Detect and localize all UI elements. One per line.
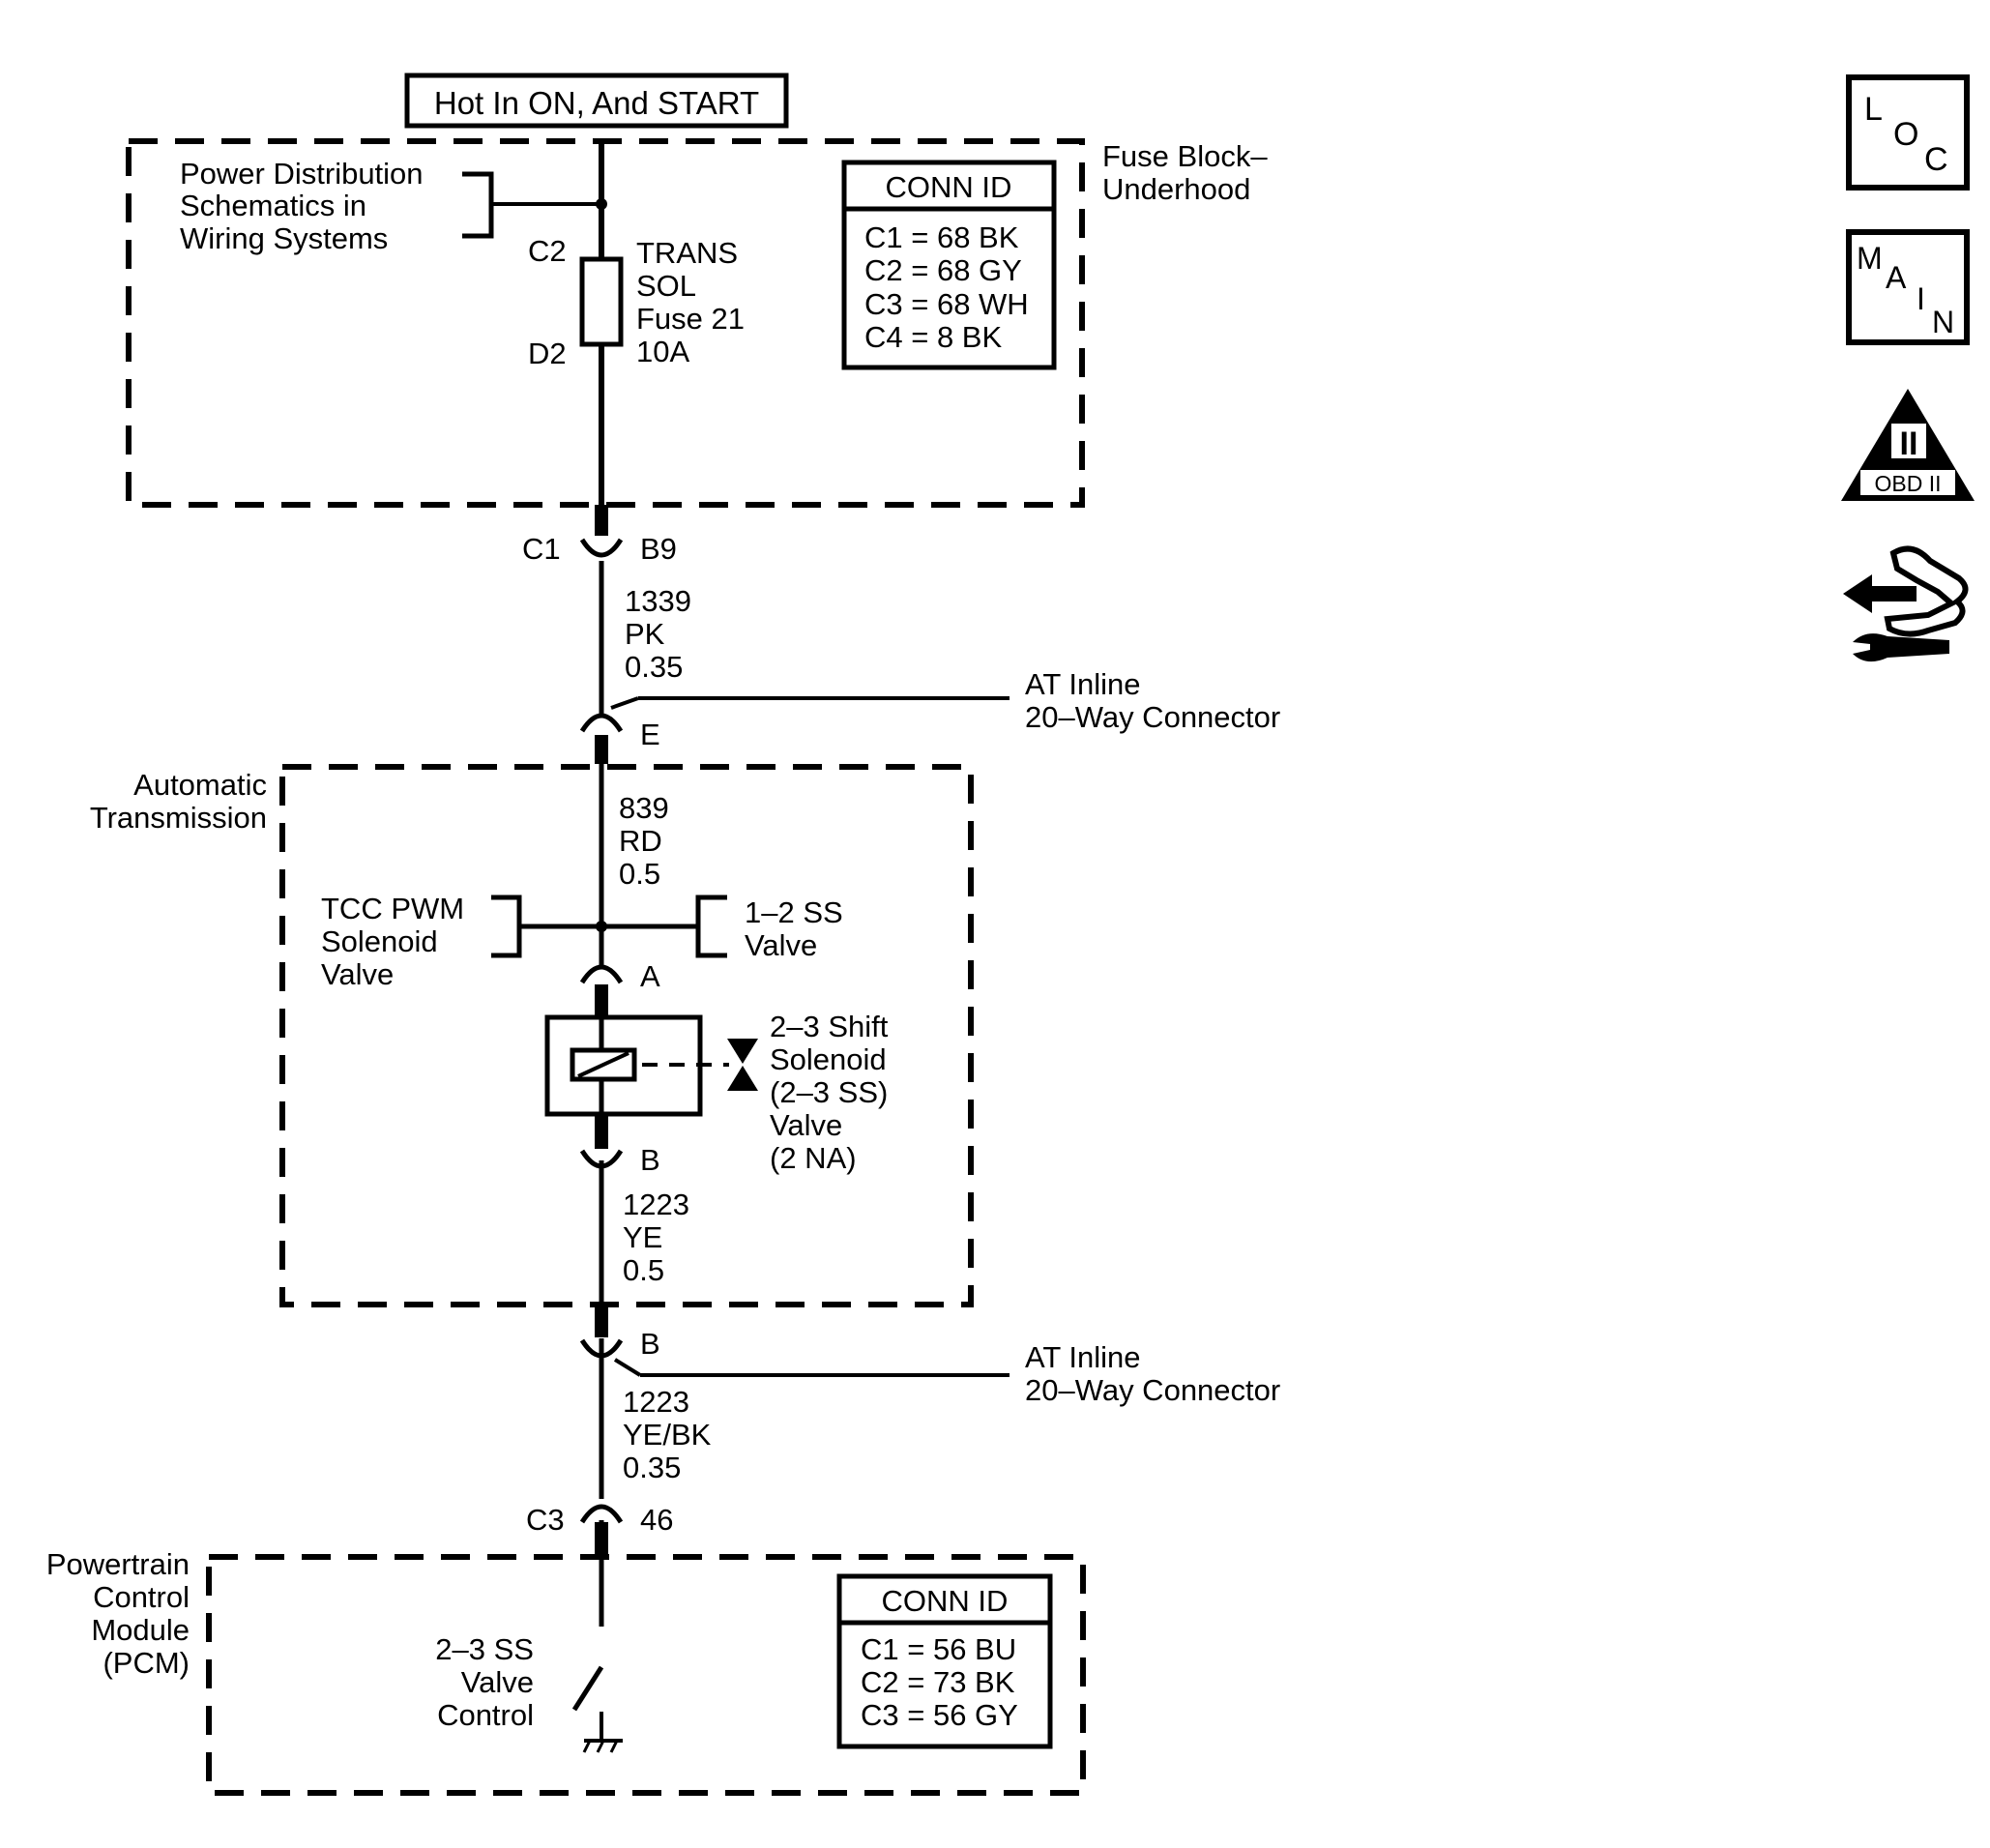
wire-3-circuit: 1223 (623, 1188, 689, 1221)
splice-dot (596, 921, 607, 932)
main-icon[interactable]: M A I N (1846, 229, 1970, 345)
conn-id-title: CONN ID (886, 170, 1012, 204)
wire-1-color: PK (625, 617, 665, 651)
inline-pin-b: B (640, 1327, 660, 1361)
power-dist-bracket (462, 171, 494, 239)
inline-connector-bottom: B AT Inline 20–Way Connector (579, 1305, 1280, 1407)
wire-3-gauge: 0.5 (623, 1253, 664, 1287)
fuse-block-name-line2: Underhood (1102, 172, 1250, 206)
power-dist-note-line1: Power Distribution (180, 157, 424, 191)
power-dist-note-line2: Schematics in (180, 189, 366, 222)
wire-3-color: YE (623, 1220, 662, 1254)
conn-id-row: C2 = 68 GY (864, 253, 1022, 287)
conn-id-row: C3 = 68 WH (864, 287, 1029, 321)
conn-id-row: C2 = 73 BK (861, 1665, 1015, 1699)
pcm-name-line3: Module (91, 1613, 190, 1647)
fuse-out-terminal: D2 (528, 337, 567, 370)
wire-4-color: YE/BK (623, 1418, 712, 1452)
solenoid-label-line4: Valve (770, 1108, 842, 1142)
main-letter: I (1917, 281, 1925, 316)
inline-connector-top: E AT Inline 20–Way Connector (579, 667, 1280, 764)
connector-right-label: B9 (640, 532, 677, 566)
conn-id-row: C3 = 56 GY (861, 1698, 1018, 1732)
power-source-label: Hot In ON, And START (434, 85, 759, 121)
conn-id-title: CONN ID (882, 1584, 1009, 1618)
wire-1-circuit: 1339 (625, 584, 691, 618)
wire-4-circuit: 1223 (623, 1385, 689, 1419)
pin-a-label: A (640, 959, 660, 993)
pcm-conn-id: CONN ID C1 = 56 BU C2 = 73 BK C3 = 56 GY (836, 1573, 1053, 1749)
solenoid-label-line2: Solenoid (770, 1042, 887, 1076)
fuse-block-conn-id: CONN ID C1 = 68 BK C2 = 68 GY C3 = 68 WH… (841, 160, 1057, 370)
fuse-label-line3: Fuse 21 (636, 302, 745, 336)
obd-numeral: II (1900, 425, 1918, 462)
ss-12-line2: Valve (745, 928, 817, 962)
main-letter: A (1886, 260, 1907, 295)
wire-2-color: RD (619, 824, 662, 858)
conn-id-row: C1 = 68 BK (864, 220, 1019, 254)
fuse-symbol (579, 256, 624, 347)
tcc-pwm-bracket (491, 895, 522, 958)
connector-left-label: C3 (526, 1503, 565, 1537)
powertrain-control-module: Powertrain Control Module (PCM) 2–3 SS V… (46, 1547, 1086, 1796)
wire-4-gauge: 0.35 (623, 1451, 681, 1484)
power-source-box: Hot In ON, And START (404, 73, 789, 129)
obd-label: OBD II (1874, 471, 1941, 496)
inline-pin-e: E (640, 718, 660, 751)
wire-1-gauge: 0.35 (625, 650, 683, 684)
pcm-name-line1: Powertrain (46, 1547, 190, 1581)
transmission-name-line1: Automatic (133, 768, 267, 802)
pin-b-label: B (640, 1143, 660, 1177)
main-letter: N (1932, 305, 1954, 339)
pcm-control-line1: 2–3 SS (435, 1632, 534, 1666)
inline-bottom-label-line1: AT Inline (1025, 1340, 1140, 1374)
main-letter: M (1857, 241, 1883, 276)
connector-c1-b9: C1 B9 (522, 505, 677, 566)
solenoid-label-line1: 2–3 Shift (770, 1010, 889, 1043)
inline-top-label-line1: AT Inline (1025, 667, 1140, 701)
hand-wrench-arrow-icon[interactable] (1843, 545, 1969, 662)
loc-icon[interactable]: L O C (1846, 74, 1970, 191)
loc-letter: O (1893, 116, 1918, 153)
fuse-label-line2: SOL (636, 269, 696, 303)
tcc-pwm-line3: Valve (321, 957, 394, 991)
conn-id-row: C1 = 56 BU (861, 1632, 1016, 1666)
fuse-label-line4: 10A (636, 335, 689, 368)
connector-c3-46: C3 46 (526, 1503, 673, 1559)
ss-12-line1: 1–2 SS (745, 895, 843, 929)
pcm-control-line3: Control (437, 1698, 534, 1732)
loc-letter: C (1924, 141, 1948, 178)
obd-ii-warning-icon[interactable]: II OBD II (1841, 389, 1975, 501)
low-side-driver-switch (571, 1665, 623, 1753)
connector-right-label: 46 (640, 1503, 673, 1537)
inline-bottom-label-line2: 20–Way Connector (1025, 1373, 1280, 1407)
fuse-block-underhood: Fuse Block– Underhood Power Distribution… (126, 138, 1268, 508)
pcm-name-line4: (PCM) (102, 1646, 190, 1680)
automatic-transmission: Automatic Transmission 839 RD 0.5 TCC PW… (90, 764, 974, 1307)
fuse-label-line1: TRANS (636, 236, 738, 270)
inline-top-label-line2: 20–Way Connector (1025, 700, 1280, 734)
solenoid-label-line5: (2 NA) (770, 1141, 857, 1175)
transmission-name-line2: Transmission (90, 801, 267, 835)
conn-id-row: C4 = 8 BK (864, 320, 1002, 354)
tcc-pwm-line2: Solenoid (321, 924, 438, 958)
ss-12-bracket (695, 895, 727, 958)
pcm-control-line2: Valve (461, 1665, 534, 1699)
wire-2-circuit: 839 (619, 791, 669, 825)
connector-left-label: C1 (522, 532, 561, 566)
solenoid-coil-symbol (544, 1014, 758, 1117)
pcm-name-line2: Control (93, 1580, 190, 1614)
tcc-pwm-line1: TCC PWM (321, 892, 464, 925)
loc-letter: L (1864, 91, 1883, 128)
solenoid-label-line3: (2–3 SS) (770, 1075, 888, 1109)
fuse-block-name-line1: Fuse Block– (1102, 139, 1268, 173)
wire-2-gauge: 0.5 (619, 857, 660, 891)
fuse-in-terminal: C2 (528, 234, 567, 268)
power-dist-note-line3: Wiring Systems (180, 221, 388, 255)
